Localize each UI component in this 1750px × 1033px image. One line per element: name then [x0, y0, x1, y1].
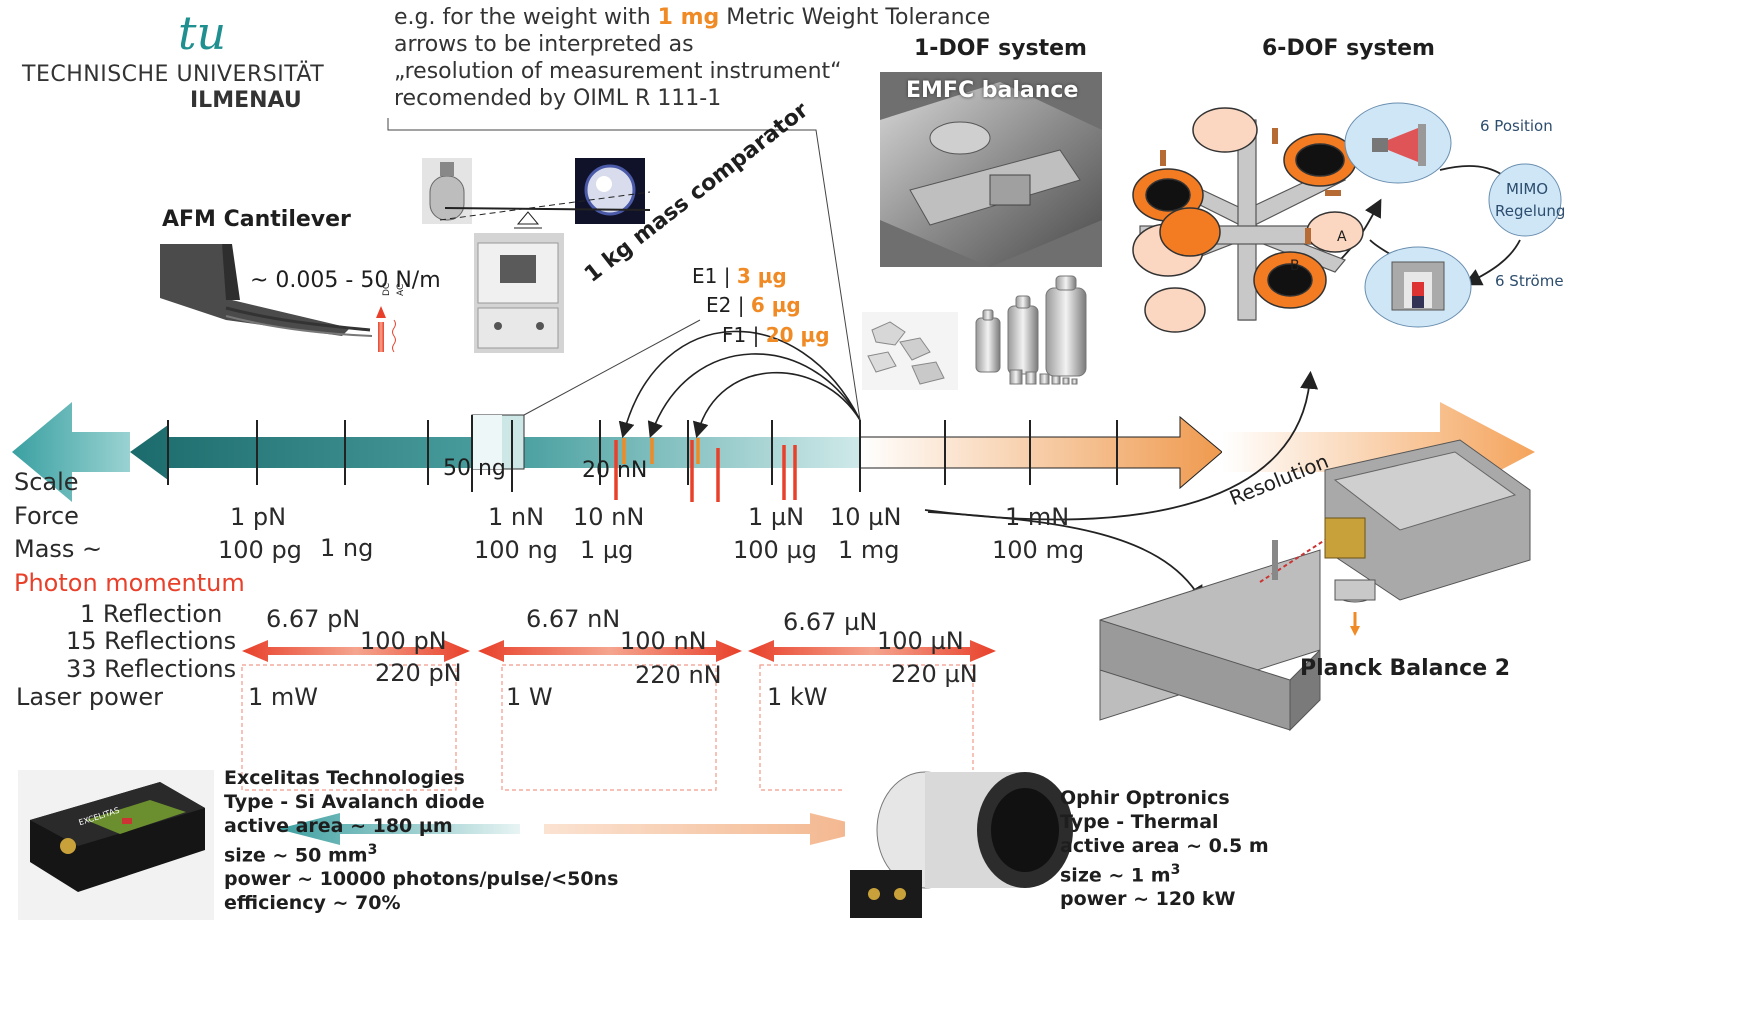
- scale-label: Scale: [14, 468, 79, 496]
- small-weights-photo: [862, 312, 958, 390]
- excelitas-name: Excelitas Technologies: [224, 767, 465, 789]
- mass-1ug: 1 µg: [580, 536, 634, 564]
- position-label: 6 Position: [1480, 117, 1553, 135]
- university-name: TECHNISCHE UNIVERSITÄT: [22, 62, 325, 87]
- tolerance-e1: E1 | 3 µg: [692, 264, 787, 288]
- photon-g3-power: 1 kW: [767, 683, 828, 711]
- excelitas-type: Type - Si Avalanch diode: [224, 791, 485, 813]
- mass-100mg: 100 mg: [992, 536, 1085, 564]
- ophir-specs: Ophir Optronics Type - Thermal active ar…: [1060, 786, 1269, 911]
- weight-bell-jar-photo: [422, 158, 472, 224]
- tolerance-markers: [622, 438, 700, 464]
- ophir-type: Type - Thermal: [1060, 811, 1219, 833]
- ophir-area: active area ~ 0.5 m: [1060, 835, 1269, 857]
- excelitas-detector-photo: [18, 770, 214, 920]
- current-actuator-diagram: [1364, 246, 1472, 328]
- mimo-label: MIMO: [1506, 180, 1549, 198]
- photon-g2-r1: 6.67 nN: [526, 605, 621, 633]
- force-10nN: 10 nN: [573, 503, 645, 531]
- force-1nN: 1 nN: [488, 503, 545, 531]
- main-orange-arrow: [859, 415, 1223, 490]
- note-leader: [387, 118, 861, 421]
- weight-sphere-photo: [575, 158, 645, 224]
- photon-g1-r1: 6.67 pN: [266, 605, 361, 633]
- emfc-label: EMFC balance: [906, 78, 1079, 103]
- mass-comparator-photo: [474, 233, 564, 353]
- stroeme-label: 6 Ströme: [1495, 272, 1564, 290]
- mass-100ng: 100 ng: [474, 536, 558, 564]
- afm-ac-label: AC: [396, 283, 406, 296]
- photon-g1-power: 1 mW: [248, 683, 319, 711]
- photon-row-33: 33 Reflections: [66, 655, 237, 683]
- axis-ticks: [167, 415, 1118, 492]
- photon-arrows: [242, 640, 996, 662]
- one-dof-title: 1-DOF system: [914, 36, 1087, 61]
- planck-title: Planck Balance 2: [1300, 656, 1511, 681]
- photon-g2-power: 1 W: [506, 683, 553, 711]
- note-line-1: e.g. for the weight with 1 mg Metric Wei…: [394, 5, 991, 30]
- mark-20nN: 20 nN: [582, 458, 648, 483]
- photon-g2-r15: 100 nN: [620, 627, 707, 655]
- tolerance-arcs: [618, 330, 861, 439]
- excelitas-power: power ~ 10000 photons/pulse/<50ns: [224, 868, 619, 891]
- photon-g3-r15: 100 µN: [877, 627, 964, 655]
- regelung-label: Regelung: [1495, 202, 1566, 220]
- ophir-sensor-photo: [845, 770, 1073, 930]
- excelitas-area: active area ~ 180 µm: [224, 815, 453, 837]
- mimo-control-diagram: [1488, 163, 1562, 237]
- note-line-3: „resolution of measurement instrument“: [394, 59, 842, 84]
- photon-row-laser: Laser power: [16, 683, 164, 711]
- photon-g3-r1: 6.67 µN: [783, 608, 878, 636]
- photon-row-1: 1 Reflection: [80, 600, 223, 628]
- mass-1mg: 1 mg: [838, 536, 900, 564]
- mass-label: Mass ~: [14, 535, 103, 563]
- detector-range-arrows: [278, 813, 875, 845]
- photon-g3-r33: 220 µN: [891, 660, 978, 688]
- ophir-name: Ophir Optronics: [1060, 787, 1230, 809]
- mark-50ng: 50 ng: [443, 456, 506, 481]
- mass-1ng: 1 ng: [320, 534, 374, 562]
- tolerance-e2: E2 | 6 µg: [706, 293, 801, 317]
- excelitas-specs: Excelitas Technologies Type - Si Avalanc…: [224, 766, 618, 915]
- tu-logo-glyph: tu: [178, 6, 227, 60]
- afm-cantilever-photo: [160, 244, 396, 353]
- six-dof-system-drawing: [1132, 107, 1364, 333]
- university-city: ILMENAU: [190, 88, 302, 113]
- photon-row-15: 15 Reflections: [66, 627, 237, 655]
- coil-b-label: B: [1290, 258, 1300, 274]
- afm-stiffness: ~ 0.005 - 50 N/m: [250, 268, 441, 293]
- mass-100ug: 100 µg: [733, 536, 817, 564]
- planck-balance-drawing: [1099, 439, 1531, 732]
- coil-a-label: A: [1337, 229, 1347, 245]
- ophir-power: power ~ 120 kW: [1060, 888, 1236, 911]
- afm-dc-label: DC: [382, 282, 392, 296]
- note-line-2: arrows to be interpreted as: [394, 32, 694, 57]
- photon-g2-r33: 220 nN: [635, 661, 722, 689]
- excelitas-efficiency: efficiency ~ 70%: [224, 892, 401, 915]
- position-sensor-diagram: [1344, 102, 1452, 184]
- force-label: Force: [14, 502, 79, 530]
- six-dof-title: 6-DOF system: [1262, 36, 1435, 61]
- photon-g1-r33: 220 pN: [375, 659, 462, 687]
- photon-g1-r15: 100 pN: [360, 627, 447, 655]
- force-1mN: 1 mN: [1005, 503, 1070, 531]
- tolerance-f1: F1 | 20 µg: [722, 323, 830, 347]
- force-10uN: 10 µN: [830, 503, 902, 531]
- tolerance-note: e.g. for the weight with 1 mg Metric Wei…: [394, 4, 990, 112]
- photon-title: Photon momentum: [14, 569, 245, 597]
- emfc-balance-photo: [880, 72, 1102, 267]
- excelitas-size: size ~ 50 mm3: [224, 842, 378, 867]
- force-1uN: 1 µN: [748, 503, 805, 531]
- balance-beam-icon: [439, 191, 651, 229]
- outer-left-arrow: [12, 402, 130, 502]
- force-1pN: 1 pN: [230, 503, 287, 531]
- afm-title: AFM Cantilever: [162, 207, 351, 232]
- cylinder-weights-photo: [966, 275, 1090, 390]
- mass-100pg: 100 pg: [218, 536, 302, 564]
- note-line-4: recomended by OIML R 111-1: [394, 86, 722, 111]
- ophir-size: size ~ 1 m3: [1060, 862, 1181, 887]
- resolution-markers: [614, 440, 797, 502]
